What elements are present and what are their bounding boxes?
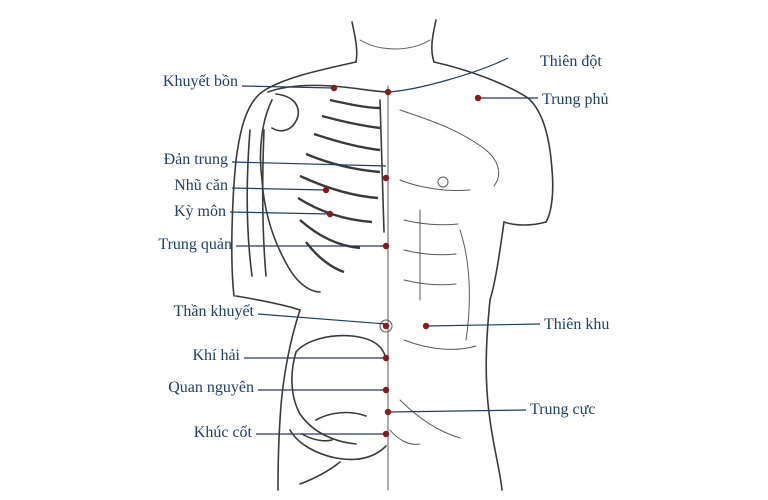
point-khuyet-bon <box>330 84 338 92</box>
point-dan-trung <box>382 174 390 182</box>
body-outline <box>231 19 554 491</box>
point-khuc-cot <box>382 430 390 438</box>
label-trung-cuc: Trung cực <box>530 401 595 418</box>
point-trung-quan <box>382 242 390 250</box>
leader-lines <box>229 57 541 435</box>
label-khi-hai: Khí hải <box>192 347 240 364</box>
musculature-shading <box>379 109 500 445</box>
label-thien-khu: Thiên khu <box>544 316 609 333</box>
acupoint-markers <box>322 84 482 438</box>
acupoint-labels: Khuyết bồn Đản trung Nhũ căn Kỳ môn Trun… <box>158 53 609 441</box>
label-khuc-cot: Khúc cốt <box>194 424 253 441</box>
label-nhu-can: Nhũ căn <box>174 177 228 194</box>
label-ky-mon: Kỳ môn <box>174 203 226 220</box>
point-khi-hai <box>382 354 390 362</box>
point-quan-nguyen <box>382 386 390 394</box>
point-ky-mon <box>326 210 334 218</box>
label-khuyet-bon: Khuyết bồn <box>163 73 238 90</box>
label-quan-nguyen: Quan nguyên <box>168 379 254 396</box>
label-thien-dot: Thiên đột <box>540 53 602 70</box>
label-trung-phu: Trung phủ <box>542 91 609 108</box>
ribcage-skeleton <box>246 84 389 485</box>
point-than-khuyet <box>382 322 390 330</box>
label-dan-trung: Đản trung <box>164 151 228 168</box>
point-thien-khu <box>422 322 430 330</box>
label-than-khuyet: Thần khuyết <box>174 303 255 320</box>
point-trung-phu <box>474 94 482 102</box>
label-trung-quan: Trung quản <box>158 236 232 253</box>
point-thien-dot <box>384 88 392 96</box>
point-nhu-can <box>322 186 330 194</box>
point-trung-cuc <box>384 408 392 416</box>
